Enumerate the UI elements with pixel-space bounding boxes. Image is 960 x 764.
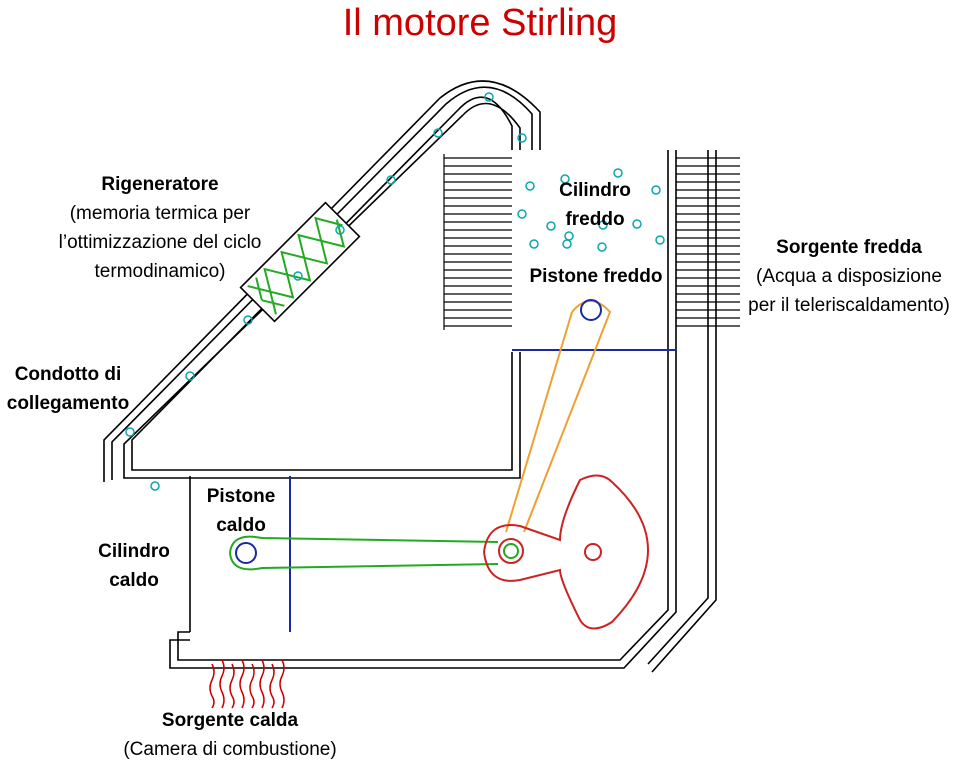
duct-label-1: Condotto di xyxy=(14,364,122,385)
regenerator xyxy=(239,201,361,323)
cold-piston-label: Pistone freddo xyxy=(529,266,663,287)
page-title: Il motore Stirling xyxy=(342,2,618,44)
cold-source-title: Sorgente fredda xyxy=(776,237,922,258)
hot-source-label: Sorgente calda (Camera di combustione) xyxy=(100,706,360,764)
hot-piston-label-2: caldo xyxy=(216,515,266,536)
cooling-fins-left xyxy=(443,154,512,330)
flames xyxy=(209,659,285,709)
regenerator-label: Rigeneratore (memoria termica per l’otti… xyxy=(40,170,280,286)
hot-source-title: Sorgente calda xyxy=(161,710,299,731)
cold-source-label: Sorgente fredda (Acqua a disposizione pe… xyxy=(738,233,960,320)
hot-cylinder-label: Cilindro caldo xyxy=(84,537,184,595)
duct-label-2: collegamento xyxy=(6,393,130,414)
cold-cylinder-label: Cilindro freddo xyxy=(530,176,660,234)
hot-piston-label-1: Pistone xyxy=(206,486,276,507)
hot-cylinder-label-1: Cilindro xyxy=(98,541,170,562)
regenerator-title: Rigeneratore xyxy=(101,174,219,195)
crank-pin xyxy=(503,543,519,559)
cold-source-desc-2: per il teleriscaldamento) xyxy=(748,295,950,316)
cold-source-desc-1: (Acqua a disposizione xyxy=(756,266,942,287)
regenerator-desc-1: (memoria termica per xyxy=(69,203,251,224)
gas-particles xyxy=(125,92,665,491)
cooling-fins-right xyxy=(676,157,740,327)
cold-cylinder-label-2: freddo xyxy=(565,209,625,230)
hot-cylinder-label-2: caldo xyxy=(109,570,159,591)
regenerator-desc-3: termodinamico) xyxy=(94,261,226,282)
hot-source-desc: (Camera di combustione) xyxy=(123,739,337,760)
duct-label: Condotto di collegamento xyxy=(0,360,136,418)
diagram-area xyxy=(100,72,740,702)
cold-cylinder-label-1: Cilindro xyxy=(559,180,631,201)
hot-piston-rod xyxy=(229,535,499,571)
flywheel-crank xyxy=(483,474,649,630)
cold-piston-rod xyxy=(505,299,612,533)
hot-piston-label: Pistone caldo xyxy=(196,482,286,540)
regenerator-desc-2: l’ottimizzazione del ciclo xyxy=(58,232,262,253)
